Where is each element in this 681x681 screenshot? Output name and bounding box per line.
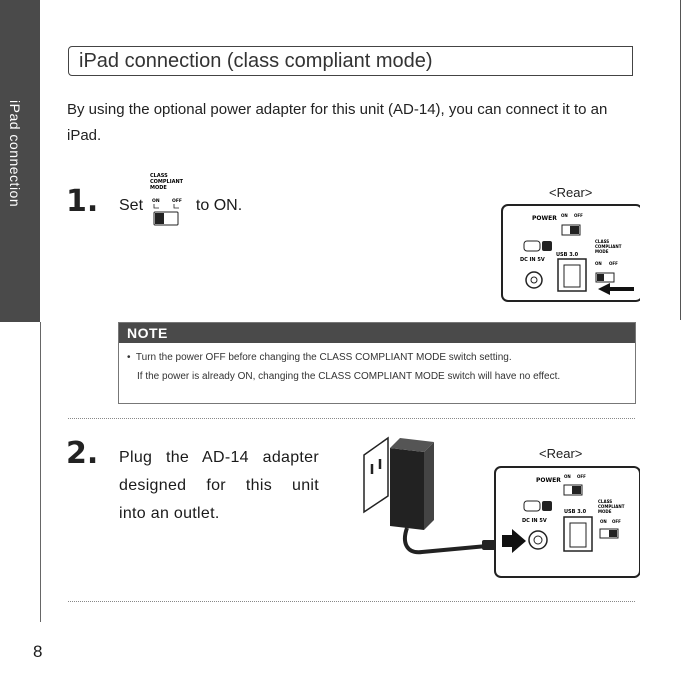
- rear-panel-2-ccm-line-3: MODE: [598, 509, 612, 514]
- side-tab: iPad connection: [0, 0, 40, 322]
- arrow-right-icon: [502, 529, 526, 553]
- rear-panel-2-power-off-label: OFF: [577, 474, 586, 479]
- rear-panel-dc-label: DC IN 5V: [520, 257, 545, 263]
- step-1-text-before: Set: [119, 197, 144, 214]
- arrow-left-icon: [598, 283, 634, 295]
- rear-panel-2-dc-label: DC IN 5V: [522, 518, 547, 524]
- step-1-rear-label: <Rear>: [549, 185, 593, 200]
- rear-panel-2-power-label: POWER: [536, 477, 561, 484]
- rear-panel-illustration-2: POWER ON OFF DC IN 5V USB 3.0 CLASS COMP…: [494, 466, 640, 578]
- step-2-line-3: into an outlet.: [119, 505, 220, 522]
- page-number: 8: [33, 642, 43, 661]
- note-line-2: If the power is already ON, changing the…: [137, 371, 561, 382]
- rear-panel-2-ccm-line-2: COMPLIANT: [598, 504, 625, 509]
- switch-label-line-3: MODE: [150, 185, 167, 191]
- intro-paragraph: By using the optional power adapter for …: [67, 101, 608, 144]
- rear-panel-ccm-on-label: ON: [595, 261, 602, 266]
- rear-panel-2-power-on-label: ON: [564, 474, 571, 479]
- switch-on-label: ON: [152, 198, 160, 204]
- rear-panel-2-ccm-line-1: CLASS: [598, 499, 612, 504]
- section-title-box: iPad connection (class compliant mode): [68, 46, 633, 76]
- rear-panel-ccm-line-2: COMPLIANT: [595, 244, 622, 249]
- rear-panel-2-ccm-on-label: ON: [600, 519, 607, 524]
- divider: [68, 418, 635, 419]
- note-heading: NOTE: [119, 323, 635, 343]
- rear-panel-power-label: POWER: [532, 215, 557, 222]
- wall-outlet-icon: [363, 436, 389, 514]
- note-line-1: Turn the power OFF before changing the C…: [135, 352, 512, 363]
- switch-off-label: OFF: [172, 198, 182, 204]
- note-box: NOTE • Turn the power OFF before changin…: [118, 322, 636, 404]
- rear-panel-2-ccm-off-label: OFF: [612, 519, 621, 524]
- class-compliant-switch-icon: CLASS COMPLIANT MODE ON OFF: [150, 173, 184, 226]
- rear-panel-power-off-label: OFF: [574, 213, 583, 218]
- step-2-line-2: designed for this unit: [119, 477, 319, 494]
- switch-label-line-1: CLASS: [150, 173, 168, 179]
- step-2-rear-label: <Rear>: [539, 446, 583, 461]
- divider-2: [68, 601, 635, 602]
- step-1-text-after: to ON.: [195, 197, 243, 214]
- step-2-number: 2.: [66, 436, 99, 471]
- rear-panel-power-on-label: ON: [561, 213, 568, 218]
- step-1-number: 1.: [66, 184, 99, 219]
- ac-adapter-outlet-illustration: [363, 436, 496, 555]
- rear-panel-usb-label: USB 3.0: [556, 252, 579, 258]
- step-1-text: Set to ON.: [119, 197, 242, 215]
- side-tab-label: iPad connection: [7, 100, 23, 208]
- step-2-text: Plug the AD-14 adapter designed for this…: [119, 444, 319, 528]
- switch-label-line-2: COMPLIANT: [150, 179, 184, 185]
- side-rule: [40, 322, 41, 622]
- rear-panel-ccm-line-1: CLASS: [595, 239, 609, 244]
- section-title: iPad connection (class compliant mode): [79, 50, 433, 72]
- rear-panel-illustration: POWER ON OFF DC IN 5V USB 3.0 CLASS COMP…: [501, 204, 640, 302]
- rear-panel-ccm-line-3: MODE: [595, 249, 609, 254]
- rear-panel-2-usb-label: USB 3.0: [564, 509, 587, 515]
- rear-panel-ccm-off-label: OFF: [609, 261, 618, 266]
- note-body: • Turn the power OFF before changing the…: [119, 343, 635, 386]
- step-2-line-1: Plug the AD-14 adapter: [119, 449, 319, 466]
